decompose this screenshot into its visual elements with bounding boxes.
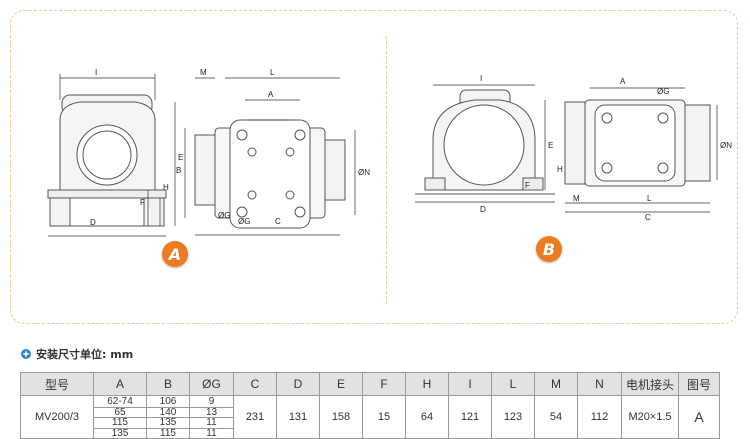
cell-connector: M20×1.5 — [621, 395, 679, 439]
cell-b-3: 135 — [147, 418, 189, 429]
cell-g-4: 11 — [206, 427, 217, 439]
cell-b-1: 106 — [147, 397, 189, 408]
header-a: A — [93, 372, 147, 396]
cell-a-2: 65 — [94, 407, 146, 418]
cell-n: 112 — [577, 395, 622, 439]
dim-a-h: H — [163, 183, 169, 192]
cell-g: 9 13 11 11 — [189, 395, 234, 439]
dim-a-f: F — [140, 198, 145, 207]
dim-b-m: M — [573, 194, 580, 203]
cell-i: 121 — [448, 395, 492, 439]
dim-a-d: D — [90, 218, 96, 227]
header-f: F — [362, 372, 406, 396]
dim-a-e: E — [178, 153, 183, 162]
cell-b: 106 140 135 115 — [146, 395, 190, 439]
dim-a-b: B — [176, 166, 181, 175]
header-connector: 电机接头 — [621, 372, 679, 396]
header-g: ØG — [189, 372, 234, 396]
dim-b-i: I — [480, 74, 482, 83]
cell-m: 54 — [534, 395, 578, 439]
cell-c: 231 — [233, 395, 277, 439]
cell-b-2: 140 — [147, 407, 189, 418]
cell-e: 158 — [319, 395, 363, 439]
header-figure: 图号 — [678, 372, 720, 396]
header-b: B — [146, 372, 190, 396]
gear-icon — [21, 349, 31, 359]
drawing-a: I D E F H M L A B ØN ØG ØG C — [47, 68, 370, 237]
drawing-panel — [10, 10, 738, 324]
cell-g-1: 9 — [190, 397, 233, 408]
header-h: H — [405, 372, 449, 396]
table-row: MV200/3 62-74 65 115 135 106 140 135 115… — [20, 395, 720, 439]
dim-a-m: M — [200, 68, 207, 77]
dim-b-h: H — [557, 165, 563, 174]
dim-a-g2: ØG — [238, 217, 250, 226]
dim-b-a: A — [620, 77, 626, 86]
dim-a-i: I — [95, 68, 97, 77]
cell-a: 62-74 65 115 135 — [93, 395, 147, 439]
section-title-text: 安装尺寸单位: mm — [36, 348, 134, 361]
figure-a-badge: A — [162, 241, 188, 267]
dim-a-g1: ØG — [218, 211, 230, 220]
header-m: M — [534, 372, 578, 396]
cell-a-3: 115 — [94, 418, 146, 429]
dim-b-g: ØG — [657, 87, 669, 96]
cell-model: MV200/3 — [20, 395, 94, 439]
header-d: D — [276, 372, 320, 396]
cell-a-4: 135 — [111, 427, 129, 439]
header-n: N — [577, 372, 622, 396]
header-model: 型号 — [20, 372, 94, 396]
cell-b-4: 115 — [160, 427, 176, 439]
header-e: E — [319, 372, 363, 396]
cell-d: 131 — [276, 395, 320, 439]
dim-a-l: L — [270, 68, 275, 77]
dim-b-n: ØN — [720, 141, 732, 150]
spec-table: 型号 A B ØG C D E F H I L M N 电机接头 图号 MV20… — [20, 372, 720, 439]
figure-b-badge: B — [536, 236, 562, 262]
dim-b-d: D — [480, 205, 486, 214]
dim-a-a: A — [268, 90, 274, 99]
dim-b-e: E — [548, 141, 553, 150]
dim-a-c: C — [275, 217, 281, 226]
table-header-row: 型号 A B ØG C D E F H I L M N 电机接头 图号 — [20, 372, 720, 396]
cell-a-1: 62-74 — [94, 397, 146, 408]
cell-h: 64 — [405, 395, 449, 439]
header-l: L — [491, 372, 535, 396]
cell-g-2: 13 — [190, 407, 233, 418]
dim-b-c: C — [645, 213, 651, 222]
dim-b-l: L — [647, 194, 652, 203]
cell-f: 15 — [362, 395, 406, 439]
cell-l: 123 — [491, 395, 535, 439]
panel-divider — [386, 36, 387, 304]
section-title: 安装尺寸单位: mm — [20, 346, 133, 362]
header-i: I — [448, 372, 492, 396]
drawing-b: I A ØG E H F D M L C ØN — [415, 74, 732, 222]
dim-b-f: F — [525, 181, 530, 190]
dim-a-n: ØN — [358, 168, 370, 177]
header-c: C — [233, 372, 277, 396]
cell-figure: A — [678, 395, 720, 439]
cell-g-3: 11 — [190, 418, 233, 429]
